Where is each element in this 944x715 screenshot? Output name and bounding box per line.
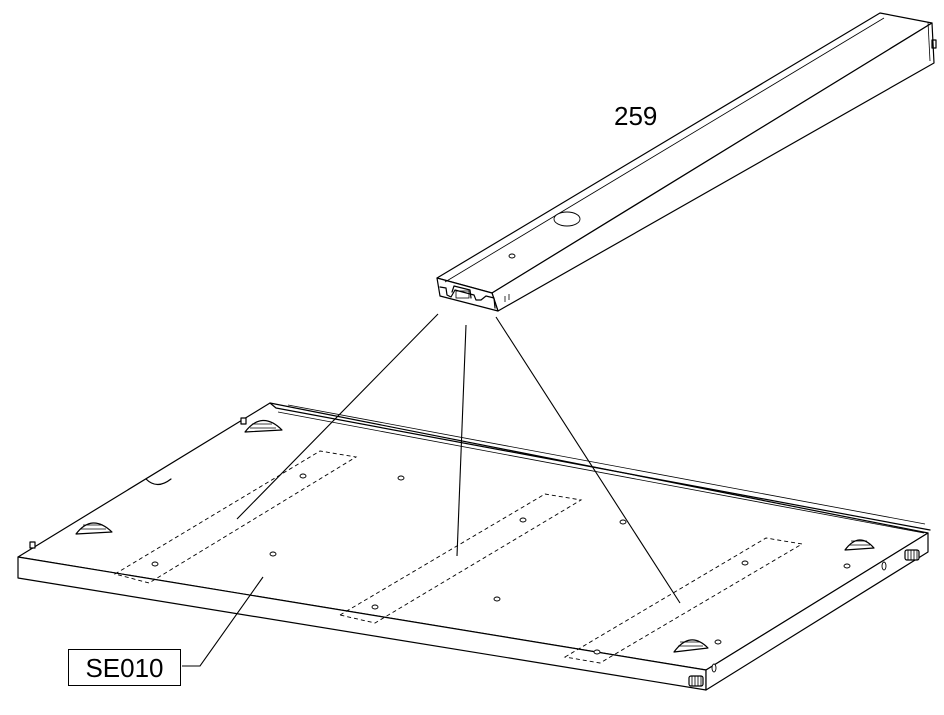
beam-top-face bbox=[436, 12, 933, 294]
beam-side-face bbox=[491, 22, 935, 312]
panel-feet bbox=[75, 419, 875, 653]
panel-knobs bbox=[688, 549, 920, 687]
slide-outline-left bbox=[113, 450, 358, 584]
part-label-se010: SE010 bbox=[68, 649, 181, 686]
base-panel-part bbox=[17, 402, 931, 691]
panel-notch bbox=[145, 478, 172, 486]
slide-outline-middle bbox=[338, 493, 583, 624]
beam-part bbox=[436, 12, 937, 312]
beam-end-profile bbox=[439, 285, 496, 309]
beam-large-hole bbox=[553, 211, 581, 227]
slide-outline-right bbox=[563, 537, 804, 664]
panel-rear-rail bbox=[269, 402, 931, 531]
panel-side-hole bbox=[881, 561, 887, 571]
panel-pin bbox=[29, 541, 36, 549]
panel-side-hole bbox=[711, 663, 717, 673]
beam-small-hole bbox=[508, 253, 516, 259]
beam-end-face bbox=[436, 277, 499, 312]
part-label-259: 259 bbox=[614, 101, 658, 131]
beam-far-edge bbox=[927, 21, 931, 62]
panel-rail-line bbox=[287, 404, 926, 525]
beam-far-tab bbox=[931, 39, 937, 49]
assembly-leader-lines bbox=[236, 313, 681, 604]
beam-end-slot bbox=[455, 290, 470, 299]
panel-rail-line bbox=[277, 411, 925, 534]
panel-right-face bbox=[705, 532, 929, 691]
panel-pin bbox=[240, 417, 247, 425]
se010-leader-line bbox=[182, 576, 264, 667]
panel-mounting-holes bbox=[151, 473, 851, 655]
beam-edge-line bbox=[444, 17, 885, 283]
